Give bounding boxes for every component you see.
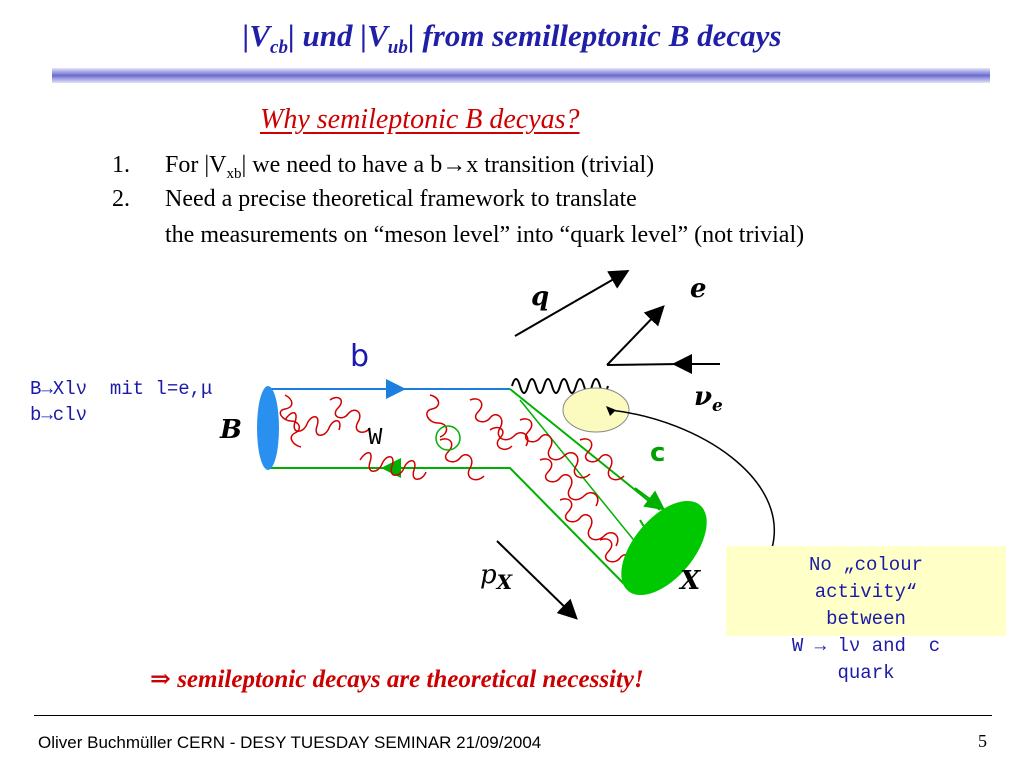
decay-formulas: B→Xlν mit l=e,μ b→clν	[30, 376, 212, 428]
title-part: | from semilleptonic B decays	[407, 18, 782, 53]
decay-formula-meson: B→Xlν mit l=e,μ	[30, 378, 213, 400]
gluon-lines	[279, 394, 633, 569]
note-line: W → lν and c	[791, 635, 941, 657]
b-meson-blob	[257, 386, 279, 470]
title-subscript: cb	[270, 37, 288, 59]
x-system-blob	[621, 500, 707, 596]
c-quark-line	[509, 388, 661, 511]
q-momentum-arrow	[514, 270, 630, 337]
label-w-boson: W	[368, 425, 383, 452]
title-part: | und |V	[287, 18, 388, 53]
label-electron: e	[690, 274, 707, 304]
note-box	[726, 546, 1006, 636]
label-x-system: X	[680, 566, 701, 596]
list-number: 1.	[112, 152, 130, 178]
note-line: quark	[837, 662, 895, 684]
spectator-quark-line	[268, 467, 631, 591]
c-quark-line-2	[519, 399, 651, 561]
note-line: activity“	[814, 581, 918, 603]
conclusion-text: ⇒ semileptonic decays are theoretical ne…	[150, 666, 644, 693]
label-px-symbol: p	[480, 560, 497, 590]
note-line: No „colour	[808, 554, 924, 576]
label-neutrino: νe	[694, 382, 723, 416]
title-divider-bar	[52, 68, 990, 83]
label-px-momentum: pX	[480, 560, 512, 594]
callout-arrowhead	[606, 406, 616, 416]
list-text-part: | we need to have a b→x transition (triv…	[241, 152, 655, 178]
c-quark-arrow	[634, 487, 666, 511]
label-c-quark: c	[650, 438, 666, 468]
label-neutrino-subscript: e	[712, 396, 723, 417]
note-text: No „colour activity“ between W → lν and …	[726, 552, 1006, 687]
w-boson-wavy-line	[511, 378, 609, 394]
footer-text: Oliver Buchmüller CERN - DESY TUESDAY SE…	[38, 733, 542, 752]
callout-line	[609, 409, 775, 549]
footer-divider	[34, 715, 992, 716]
label-b-quark: b	[350, 339, 370, 374]
label-px-subscript: X	[496, 570, 513, 595]
list-text: Need a precise theoretical framework to …	[165, 186, 637, 212]
w-vertex-highlight	[562, 387, 630, 433]
list-text-continuation: the measurements on “meson level” into “…	[165, 222, 805, 248]
list-text: For |Vxb| we need to have a b→x transiti…	[165, 152, 654, 183]
note-line: between	[826, 608, 906, 630]
title-part: |V	[242, 18, 271, 53]
page-number: 5	[978, 731, 987, 751]
label-neutrino-symbol: ν	[694, 382, 713, 412]
electron-line	[606, 305, 665, 366]
px-momentum-arrow	[496, 540, 578, 620]
gluon-loop	[435, 425, 461, 451]
list-text-subscript: xb	[226, 165, 242, 182]
label-b-meson: B	[220, 415, 242, 445]
neutrino-line-end	[606, 363, 681, 366]
list-number: 2.	[112, 186, 130, 212]
slide-title: |Vcb| und |Vub| from semilleptonic B dec…	[0, 18, 1024, 59]
list-text-part: For |V	[165, 152, 227, 178]
title-subscript: ub	[387, 37, 408, 59]
label-q-momentum: q	[531, 282, 550, 312]
decay-formula-quark: b→clν	[30, 404, 88, 426]
section-heading: Why semileptonic B decyas?	[260, 104, 580, 135]
